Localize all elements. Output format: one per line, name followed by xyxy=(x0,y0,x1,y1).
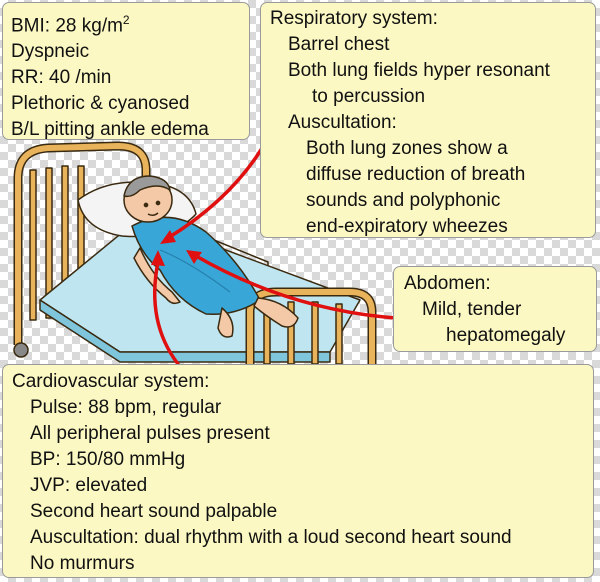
respiratory-title: Respiratory system: xyxy=(270,8,438,29)
patient-head xyxy=(123,175,173,223)
abdomen-line: hepatomegaly xyxy=(446,325,566,346)
vitals-box: BMI: 28 kg/m2 Dyspneic RR: 40 /min Pleth… xyxy=(2,2,250,140)
abdomen-line: Mild, tender xyxy=(422,299,522,320)
bed-headboard xyxy=(13,141,151,358)
respiratory-line: to percussion xyxy=(312,86,426,107)
arrow-cardiovascular xyxy=(152,260,180,366)
cardiovascular-line: BP: 150/80 mmHg xyxy=(30,449,186,470)
bmi-line: BMI: 28 kg/m2 xyxy=(11,7,241,39)
respiratory-box: Respiratory system: Barrel chest Both lu… xyxy=(260,2,596,238)
arrow-abdomen xyxy=(194,254,398,320)
respiratory-line: sounds and polyphonic xyxy=(306,190,501,211)
cardiovascular-line: Pulse: 88 bpm, regular xyxy=(30,397,222,418)
cardiovascular-line: No murmurs xyxy=(30,553,135,574)
dyspneic-line: Dyspneic xyxy=(11,41,90,63)
respiratory-line: diffuse reduction of breath xyxy=(306,164,526,185)
cardiovascular-line: Second heart sound palpable xyxy=(30,501,278,522)
cardiovascular-title: Cardiovascular system: xyxy=(12,371,210,392)
abdomen-box: Abdomen: Mild, tender hepatomegaly xyxy=(393,266,597,352)
respiratory-line: Both lung zones show a xyxy=(306,138,508,159)
plethoric-line: Plethoric & cyanosed xyxy=(11,93,190,115)
respiratory-line: end-expiratory wheezes xyxy=(306,216,508,237)
cardiovascular-box: Cardiovascular system: Pulse: 88 bpm, re… xyxy=(2,364,594,578)
rr-line: RR: 40 /min xyxy=(11,67,112,89)
abdomen-title: Abdomen: xyxy=(404,273,491,294)
bmi-text: BMI: 28 kg/m xyxy=(11,15,123,37)
respiratory-line: Both lung fields hyper resonant xyxy=(288,60,550,81)
patient-feet xyxy=(217,297,299,338)
respiratory-line: Barrel chest xyxy=(288,34,390,55)
bmi-superscript: 2 xyxy=(122,13,130,27)
cardiovascular-line: Auscultation: dual rhythm with a loud se… xyxy=(30,527,512,548)
cardiovascular-line: JVP: elevated xyxy=(30,475,148,496)
edema-line: B/L pitting ankle edema xyxy=(11,119,209,141)
respiratory-line: Auscultation: xyxy=(288,112,397,133)
cardiovascular-line: All peripheral pulses present xyxy=(30,423,270,444)
